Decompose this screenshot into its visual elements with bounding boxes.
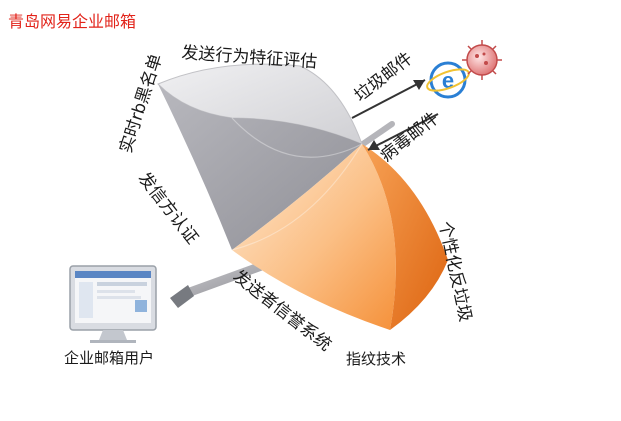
virus-icon bbox=[462, 40, 502, 80]
umbrella-icon bbox=[157, 63, 448, 330]
canopy-orange bbox=[232, 144, 396, 330]
browser-e-icon: e bbox=[426, 61, 470, 99]
label-enterprise-user: 企业邮箱用户 bbox=[64, 349, 155, 367]
page-title: 青岛网易企业邮箱 bbox=[8, 12, 137, 31]
canopy-orange-edge bbox=[362, 144, 448, 330]
spam-arrow-icon bbox=[351, 79, 426, 119]
canopy-gray-lower bbox=[158, 84, 362, 250]
monitor-icon bbox=[69, 265, 157, 343]
virus-arrow-icon bbox=[367, 113, 439, 151]
label-fingerprint-tech: 指纹技术 bbox=[346, 350, 407, 368]
